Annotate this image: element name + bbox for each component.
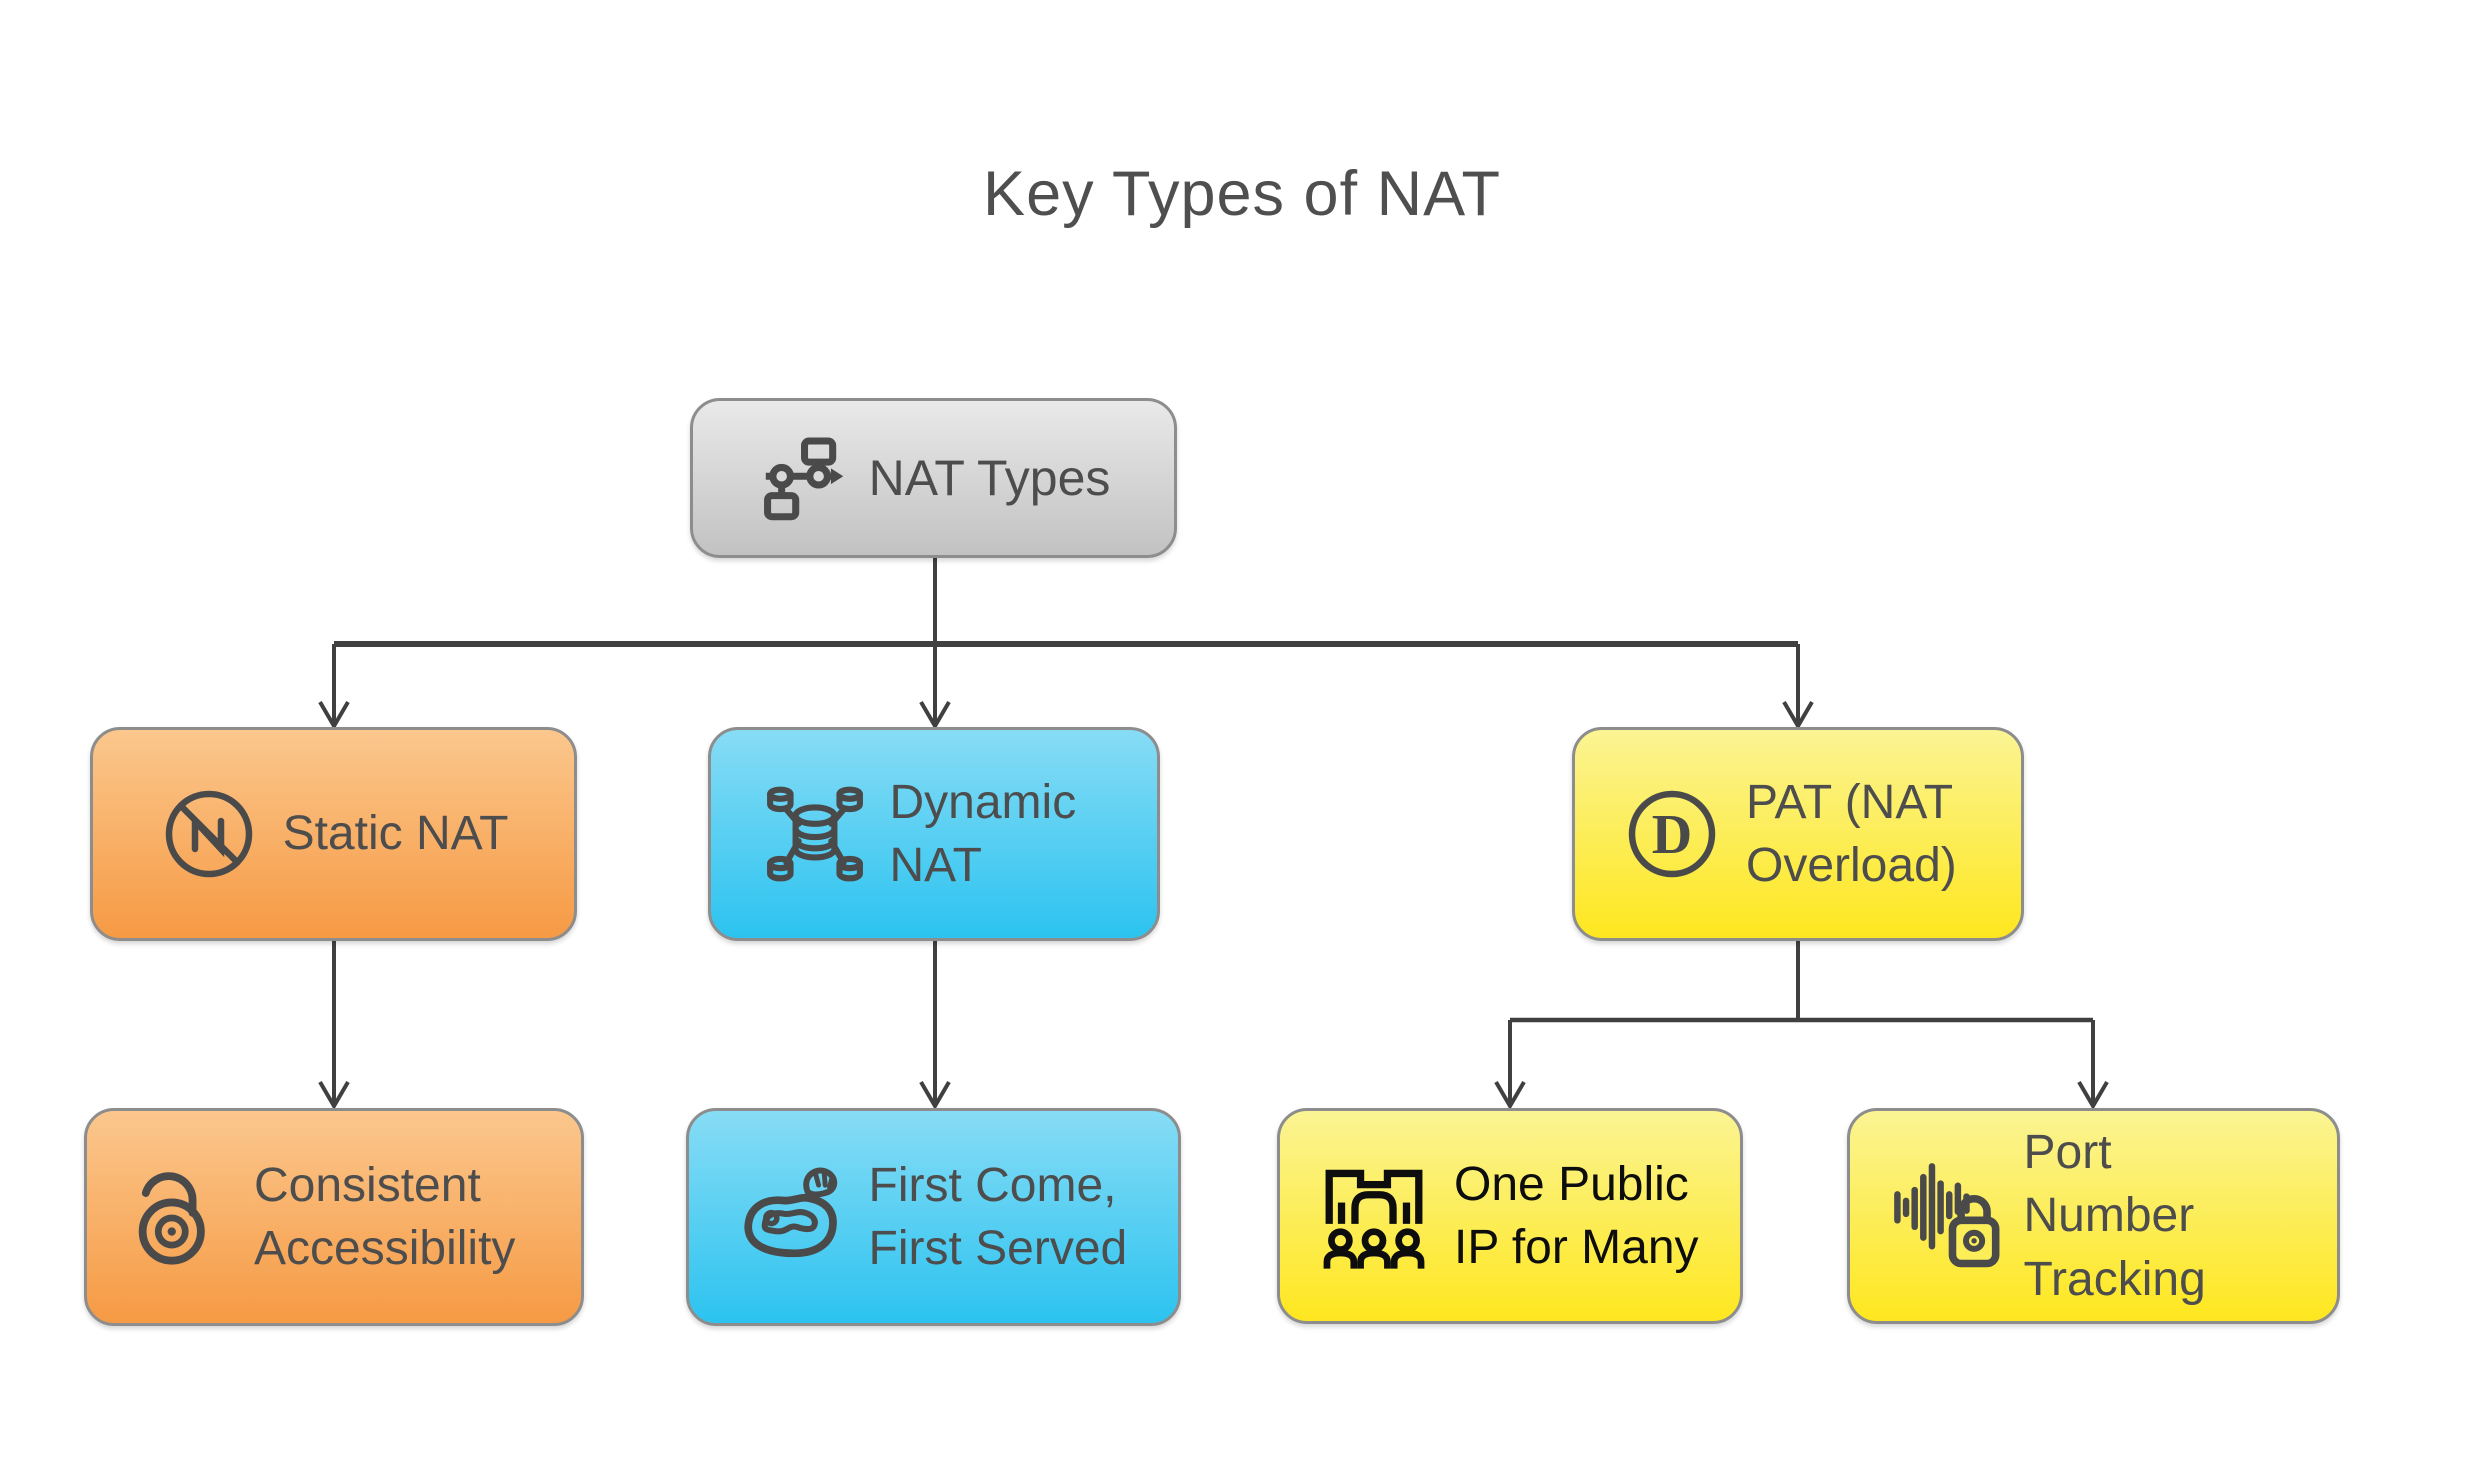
node-label: One Public IP for Many — [1454, 1157, 1699, 1274]
node-pat-overload: D PAT (NAT Overload) — [1572, 727, 2024, 941]
open-padlock-icon — [138, 1172, 205, 1265]
database-cluster-icon — [766, 786, 863, 882]
n-slash-circle-icon — [165, 790, 252, 878]
letter-d-circle-icon: D — [1628, 790, 1716, 878]
node-first-come-first-served: First Come, First Served — [686, 1108, 1181, 1326]
node-nat-types: NAT Types — [690, 398, 1177, 558]
node-label: NAT Types — [868, 450, 1111, 506]
diagram-title: Key Types of NAT — [983, 159, 1501, 229]
node-port-number-tracking: Port Number Tracking — [1847, 1108, 2340, 1324]
steak-icon — [743, 1167, 837, 1258]
node-one-public-ip: One Public IP for Many — [1277, 1108, 1743, 1324]
node-dynamic-nat: Dynamic NAT — [708, 727, 1160, 941]
node-label: Static NAT — [282, 807, 509, 861]
flowchart-icon — [763, 437, 843, 521]
node-label: First Come, First Served — [868, 1158, 1128, 1275]
node-label: Consistent Accessibility — [254, 1158, 516, 1275]
node-consistent-accessibility: Consistent Accessibility — [84, 1108, 584, 1326]
node-static-nat: Static NAT — [90, 727, 577, 941]
svg-text:D: D — [1652, 804, 1692, 866]
node-label: Port Number Tracking — [2023, 1125, 2206, 1306]
waveform-lock-icon — [1893, 1163, 1999, 1268]
node-label: Dynamic NAT — [889, 775, 1077, 892]
gate-crowd-icon — [1323, 1169, 1425, 1269]
node-label: PAT (NAT Overload) — [1746, 775, 1957, 892]
